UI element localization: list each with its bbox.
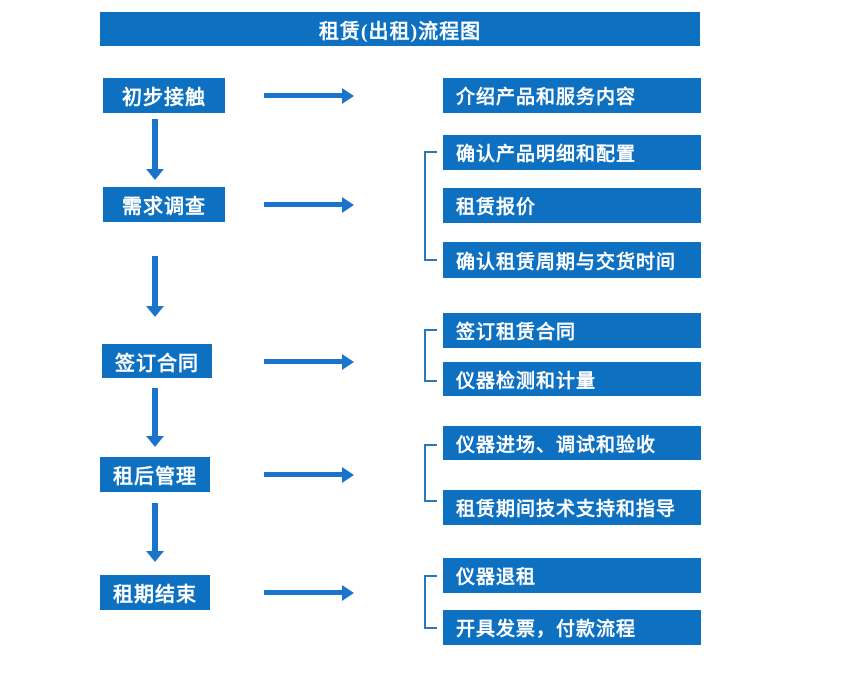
detail-box: 租赁期间技术支持和指导	[443, 490, 701, 525]
detail-box: 仪器检测和计量	[443, 362, 701, 396]
step-box-post-rental-management: 租后管理	[100, 457, 210, 492]
right-arrow-icon	[264, 359, 342, 364]
right-arrow-icon	[264, 202, 342, 207]
detail-box: 开具发票，付款流程	[443, 610, 701, 645]
detail-box: 介绍产品和服务内容	[443, 78, 701, 113]
detail-box: 仪器退租	[443, 558, 701, 593]
detail-box: 确认租赁周期与交货时间	[443, 242, 701, 278]
group-bracket	[424, 444, 437, 502]
title-bar: 租赁(出租)流程图	[100, 12, 700, 46]
page-title: 租赁(出租)流程图	[318, 20, 482, 43]
detail-box: 签订租赁合同	[443, 313, 701, 348]
step-box-sign-contract: 签订合同	[102, 344, 212, 378]
group-bracket	[424, 151, 437, 261]
detail-box: 仪器进场、调试和验收	[443, 426, 701, 460]
detail-box: 租赁报价	[443, 188, 701, 223]
step-box-initial-contact: 初步接触	[103, 78, 225, 113]
down-arrow-icon	[152, 388, 158, 436]
step-box-demand-survey: 需求调查	[103, 187, 225, 222]
group-bracket	[424, 329, 437, 382]
detail-box: 确认产品明细和配置	[443, 135, 701, 170]
right-arrow-icon	[264, 472, 342, 477]
down-arrow-icon	[152, 256, 158, 306]
step-box-rental-end: 租期结束	[100, 575, 210, 610]
right-arrow-icon	[264, 590, 342, 595]
down-arrow-icon	[152, 119, 158, 169]
group-bracket	[424, 575, 437, 629]
down-arrow-icon	[152, 503, 158, 551]
right-arrow-icon	[264, 93, 342, 98]
